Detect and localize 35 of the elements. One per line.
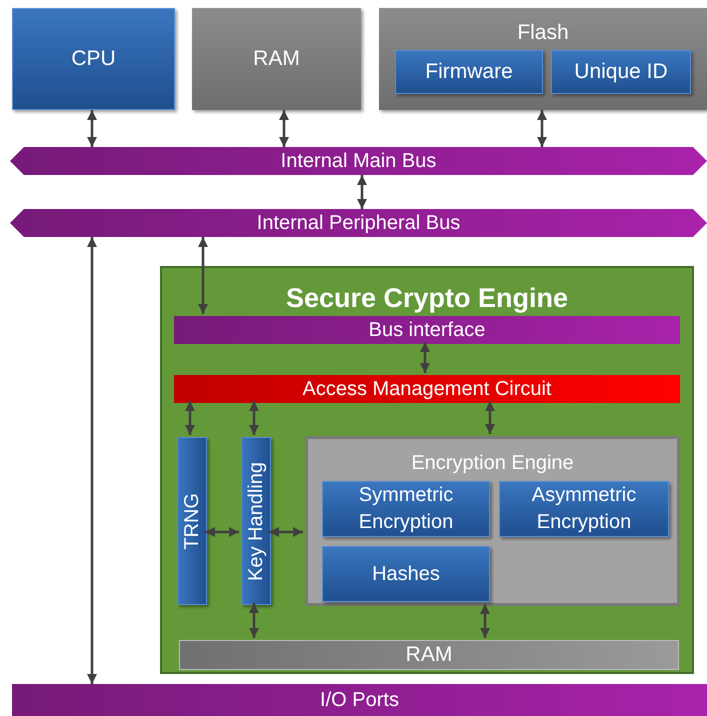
- function-block: Hashes: [322, 546, 490, 602]
- arrow: [269, 527, 303, 537]
- memory-block: [379, 8, 707, 110]
- arrow: [249, 603, 259, 638]
- module-block: Key Handling: [241, 437, 271, 605]
- arrow: [279, 110, 289, 147]
- port-bar: I/O Ports: [12, 684, 707, 716]
- arrow: [420, 342, 430, 373]
- heading: Secure Crypto Engine: [284, 282, 570, 315]
- arrow: [249, 401, 259, 435]
- engine-panel: [160, 266, 694, 674]
- memory-bar: RAM: [179, 640, 679, 670]
- arrow: [205, 527, 239, 537]
- module-block: TRNG: [177, 437, 207, 605]
- arrow: [87, 110, 97, 147]
- arrow: [485, 401, 495, 434]
- heading: Flash: [516, 20, 570, 46]
- engine-block: [305, 436, 680, 606]
- bus-bar: Internal Main Bus: [10, 147, 707, 175]
- bus-bar: Internal Peripheral Bus: [10, 209, 707, 237]
- memory-region: Unique ID: [551, 50, 691, 94]
- arrow: [198, 237, 208, 314]
- function-block: Asymmetric Encryption: [499, 481, 669, 537]
- function-block: Symmetric Encryption: [322, 481, 490, 537]
- arrow: [87, 237, 97, 684]
- circuit-bar: Access Management Circuit: [174, 375, 680, 403]
- cpu-block: CPU: [12, 8, 175, 110]
- memory-region: Firmware: [395, 50, 543, 94]
- arrow: [537, 110, 547, 147]
- arrow: [480, 604, 490, 638]
- arrow: [357, 175, 367, 209]
- heading: Encryption Engine: [410, 451, 575, 476]
- interface-bar: Bus interface: [174, 316, 680, 344]
- arrow: [185, 401, 195, 435]
- memory-block: RAM: [192, 8, 361, 110]
